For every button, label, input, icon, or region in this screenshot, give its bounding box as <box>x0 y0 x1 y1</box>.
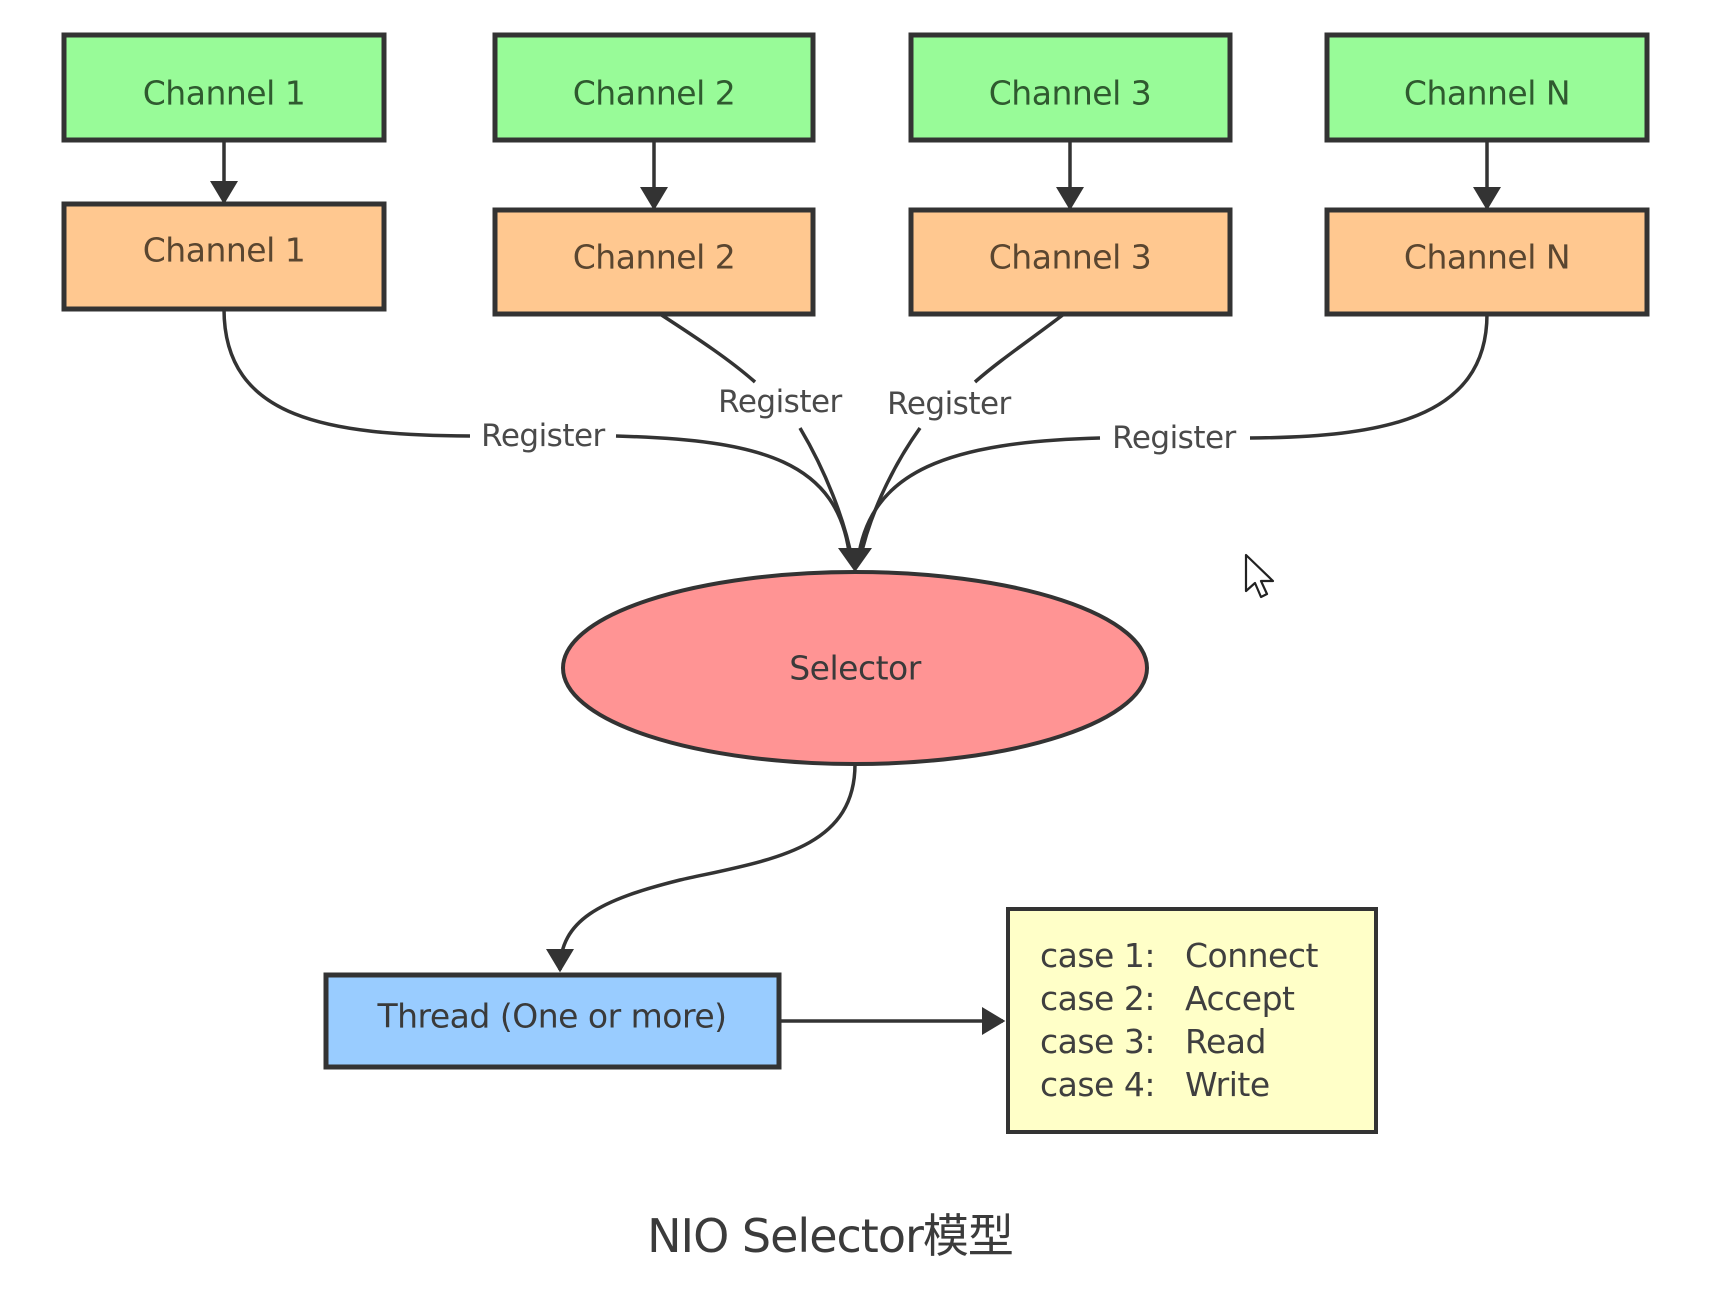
case-row-2: case 2: Accept <box>1040 979 1296 1018</box>
channel-registered-2[interactable]: Channel 2 <box>492 207 816 317</box>
channel-source-n[interactable]: Channel N <box>1324 32 1650 143</box>
channel-registered-label: Channel N <box>1404 238 1570 277</box>
channel-source-label: Channel 2 <box>573 74 735 113</box>
channel-source-3[interactable]: Channel 3 <box>908 32 1233 143</box>
selector-label: Selector <box>789 649 921 688</box>
register-edge-n <box>856 313 1489 561</box>
case-label: case 1: <box>1040 936 1155 975</box>
thread-node[interactable]: Thread (One or more) <box>323 972 782 1070</box>
diagram-title: NIO Selector模型 <box>647 1209 1013 1263</box>
register-label-3: Register <box>887 386 1011 422</box>
channel-source-label: Channel 1 <box>143 74 305 113</box>
channel-registered-label: Channel 1 <box>143 231 305 270</box>
case-row-4: case 4: Write <box>1040 1065 1270 1104</box>
channel-registered-3[interactable]: Channel 3 <box>908 207 1233 317</box>
case-row-1: case 1: Connect <box>1040 936 1319 975</box>
channel-registered-label: Channel 2 <box>573 238 735 277</box>
register-edge-3 <box>858 312 1066 561</box>
case-value: Connect <box>1185 936 1319 975</box>
case-row-3: case 3: Read <box>1040 1022 1266 1061</box>
thread-label: Thread (One or more) <box>376 997 726 1036</box>
channel-registered-1[interactable]: Channel 1 <box>61 201 387 312</box>
channel-source-label: Channel 3 <box>989 74 1151 113</box>
selector-node[interactable]: Selector <box>561 570 1149 766</box>
register-label-n: Register <box>1112 420 1236 456</box>
case-value: Read <box>1185 1022 1266 1061</box>
selector-to-thread-edge <box>546 763 857 973</box>
case-label: case 2: <box>1040 979 1155 1018</box>
case-label: case 4: <box>1040 1065 1155 1104</box>
register-label-2: Register <box>718 384 842 420</box>
channel-source-1[interactable]: Channel 1 <box>61 32 387 143</box>
channel-source-2[interactable]: Channel 2 <box>492 32 816 143</box>
cases-node[interactable]: case 1: Connect case 2: Accept case 3: R… <box>1006 907 1378 1134</box>
mouse-pointer-icon <box>1244 553 1275 599</box>
channel-source-label: Channel N <box>1404 74 1570 113</box>
register-label-1: Register <box>481 418 605 454</box>
channel-registered-n[interactable]: Channel N <box>1324 207 1650 317</box>
register-edge-2 <box>659 312 854 561</box>
case-value: Accept <box>1185 979 1295 1018</box>
case-value: Write <box>1185 1065 1270 1104</box>
channel-registered-label: Channel 3 <box>989 238 1151 277</box>
selector-arrowhead <box>838 548 872 572</box>
case-label: case 3: <box>1040 1022 1155 1061</box>
